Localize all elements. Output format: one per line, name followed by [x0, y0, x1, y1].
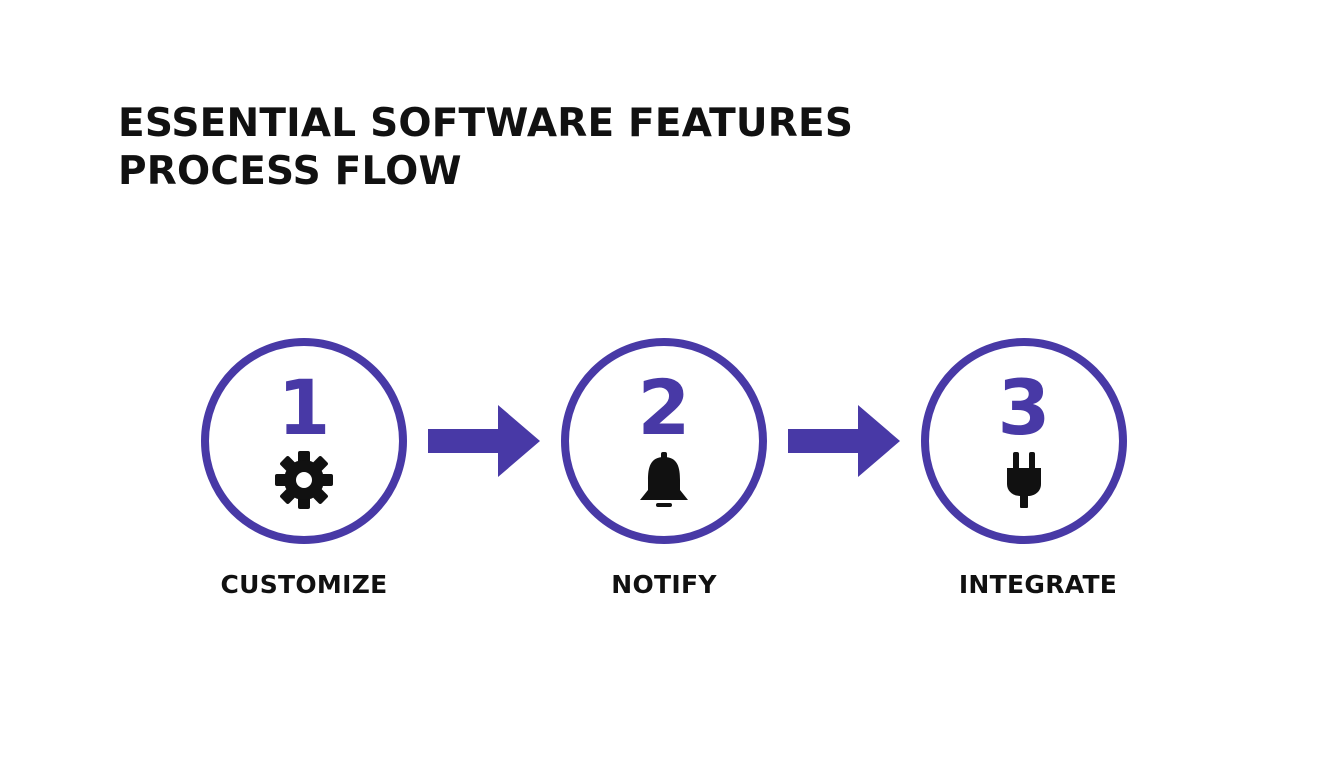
step-number: 3 — [997, 363, 1051, 452]
step-number: 1 — [277, 363, 331, 452]
step-number: 2 — [637, 363, 691, 452]
arrow-right-icon — [428, 405, 540, 477]
step-label-customize: CUSTOMIZE — [220, 570, 388, 599]
title-line-1: ESSENTIAL SOFTWARE FEATURES — [118, 101, 854, 146]
diagram-title: ESSENTIAL SOFTWARE FEATURES PROCESS FLOW — [118, 100, 853, 196]
step-circle — [921, 338, 1127, 544]
title-line-2: PROCESS FLOW — [118, 149, 462, 194]
step-integrate: 3 — [921, 338, 1127, 544]
plug-icon — [1007, 452, 1041, 508]
step-customize: 1 — [201, 338, 407, 544]
step-circle — [561, 338, 767, 544]
step-circle — [201, 338, 407, 544]
step-notify: 2 — [561, 338, 767, 544]
gear-icon — [275, 451, 333, 509]
bell-icon — [640, 452, 688, 507]
step-label-notify: NOTIFY — [611, 570, 717, 599]
arrow-right-icon — [788, 405, 900, 477]
step-label-integrate: INTEGRATE — [958, 570, 1118, 599]
